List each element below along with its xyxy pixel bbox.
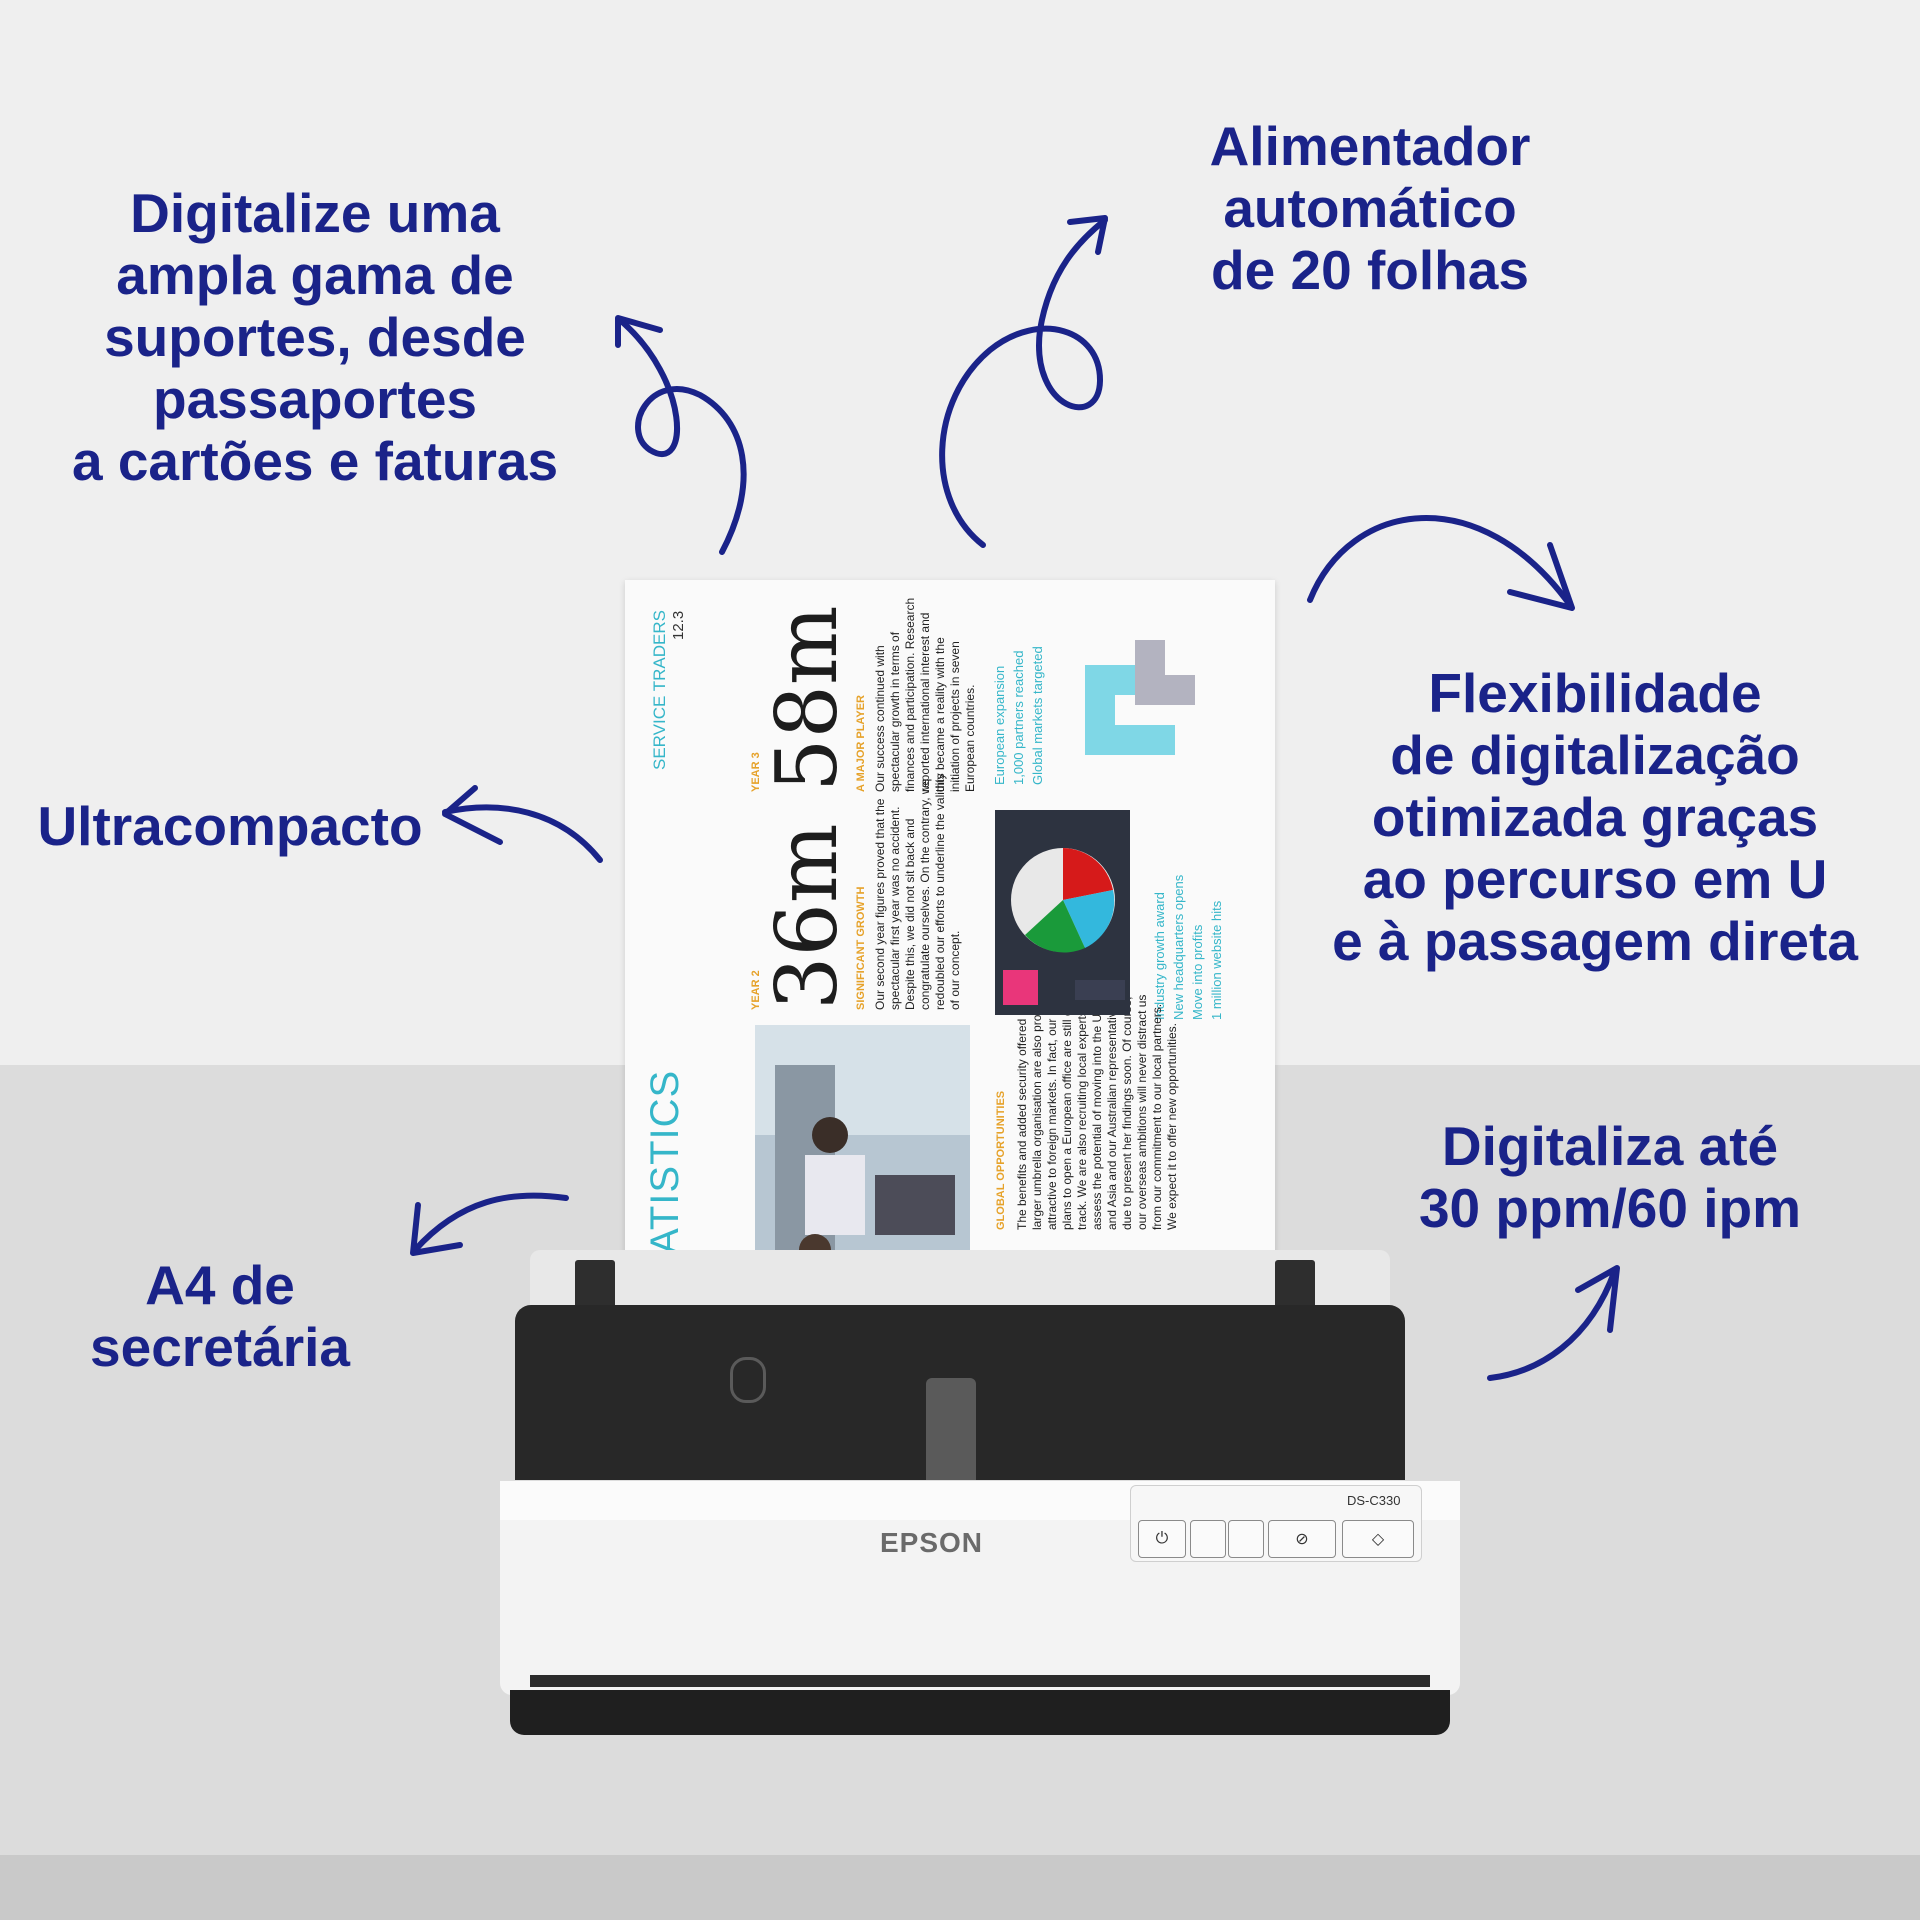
- start-button[interactable]: ◇: [1342, 1520, 1414, 1558]
- arrow-flexibility-head-icon: [1507, 542, 1575, 611]
- arrow-desk-head-icon: [410, 1202, 463, 1256]
- scanned-document: STATISTICS SERVICE TRADERS 12.3 YEAR 2 3…: [625, 580, 1275, 1320]
- start-icon: ◇: [1371, 1531, 1385, 1548]
- doc-year3-heading: A MAJOR PLAYER: [855, 695, 867, 792]
- desk-edge: [0, 1855, 1920, 1920]
- doc-global-text: The benefits and added security offered …: [1015, 992, 1179, 1230]
- arrow-media-range-head-icon: [615, 315, 663, 348]
- arrow-desk-icon: [412, 1192, 569, 1253]
- doc-year2-value: 36m: [758, 823, 856, 1010]
- bullet: Move into profits: [1190, 924, 1205, 1020]
- doc-year2-text: Our second year figures proved that the …: [873, 773, 962, 1010]
- arrow-media-range-icon: [617, 317, 747, 555]
- doc-bullets-top: European expansion 1,000 partners reache…: [990, 585, 1047, 785]
- arrow-speed-icon: [1487, 1267, 1618, 1381]
- release-lever-icon[interactable]: [730, 1357, 766, 1403]
- stop-icon: ⊘: [1295, 1531, 1309, 1548]
- callout-flexibility: Flexibilidade de digitalização otimizada…: [1332, 662, 1858, 972]
- bullet: European expansion: [992, 665, 1007, 785]
- output-tray: [510, 1690, 1450, 1735]
- doc-year2-heading: SIGNIFICANT GROWTH: [855, 886, 867, 1010]
- bullet: 1 million website hits: [1209, 900, 1224, 1020]
- power-button[interactable]: ⏻: [1138, 1520, 1186, 1558]
- model-label: DS-C330: [1347, 1493, 1401, 1508]
- callout-desk: A4 de secretária: [90, 1254, 350, 1378]
- stop-button[interactable]: ⊘: [1268, 1520, 1336, 1558]
- arrow-feeder-icon: [939, 217, 1108, 548]
- arrow-speed-head-icon: [1575, 1265, 1620, 1333]
- doc-logo-graphic: [1085, 640, 1195, 755]
- blank-button-1[interactable]: [1190, 1520, 1226, 1558]
- callout-feeder: Alimentador automático de 20 folhas: [1209, 115, 1531, 301]
- doc-issue: 12.3: [670, 610, 687, 640]
- blank-button-2[interactable]: [1228, 1520, 1264, 1558]
- scanner-rear: [530, 1250, 1390, 1310]
- brand-logo: EPSON: [880, 1527, 984, 1558]
- callout-speed: Digitaliza até 30 ppm/60 ipm: [1418, 1115, 1802, 1239]
- arrow-compact-head-icon: [442, 785, 503, 845]
- callout-media-range: Digitalize uma ampla gama de suportes, d…: [71, 182, 559, 492]
- arrow-flexibility-icon: [1307, 515, 1573, 608]
- bullet: 1,000 partners reached: [1011, 650, 1026, 785]
- power-icon: ⏻: [1155, 1530, 1169, 1547]
- callout-compact: Ultracompacto: [37, 795, 423, 857]
- doc-global-heading: GLOBAL OPPORTUNITIES: [995, 1090, 1007, 1230]
- output-slot: [530, 1675, 1430, 1687]
- arrow-feeder-head-icon: [1067, 215, 1108, 255]
- bullet: Global markets targeted: [1030, 646, 1045, 785]
- arrow-compact-icon: [442, 804, 603, 863]
- doc-year3-text: Our success continued with spectacular g…: [873, 597, 977, 792]
- doc-pie-photo: [995, 810, 1130, 1015]
- doc-year3-value: 58m: [758, 605, 856, 792]
- doc-company: SERVICE TRADERS: [650, 610, 669, 770]
